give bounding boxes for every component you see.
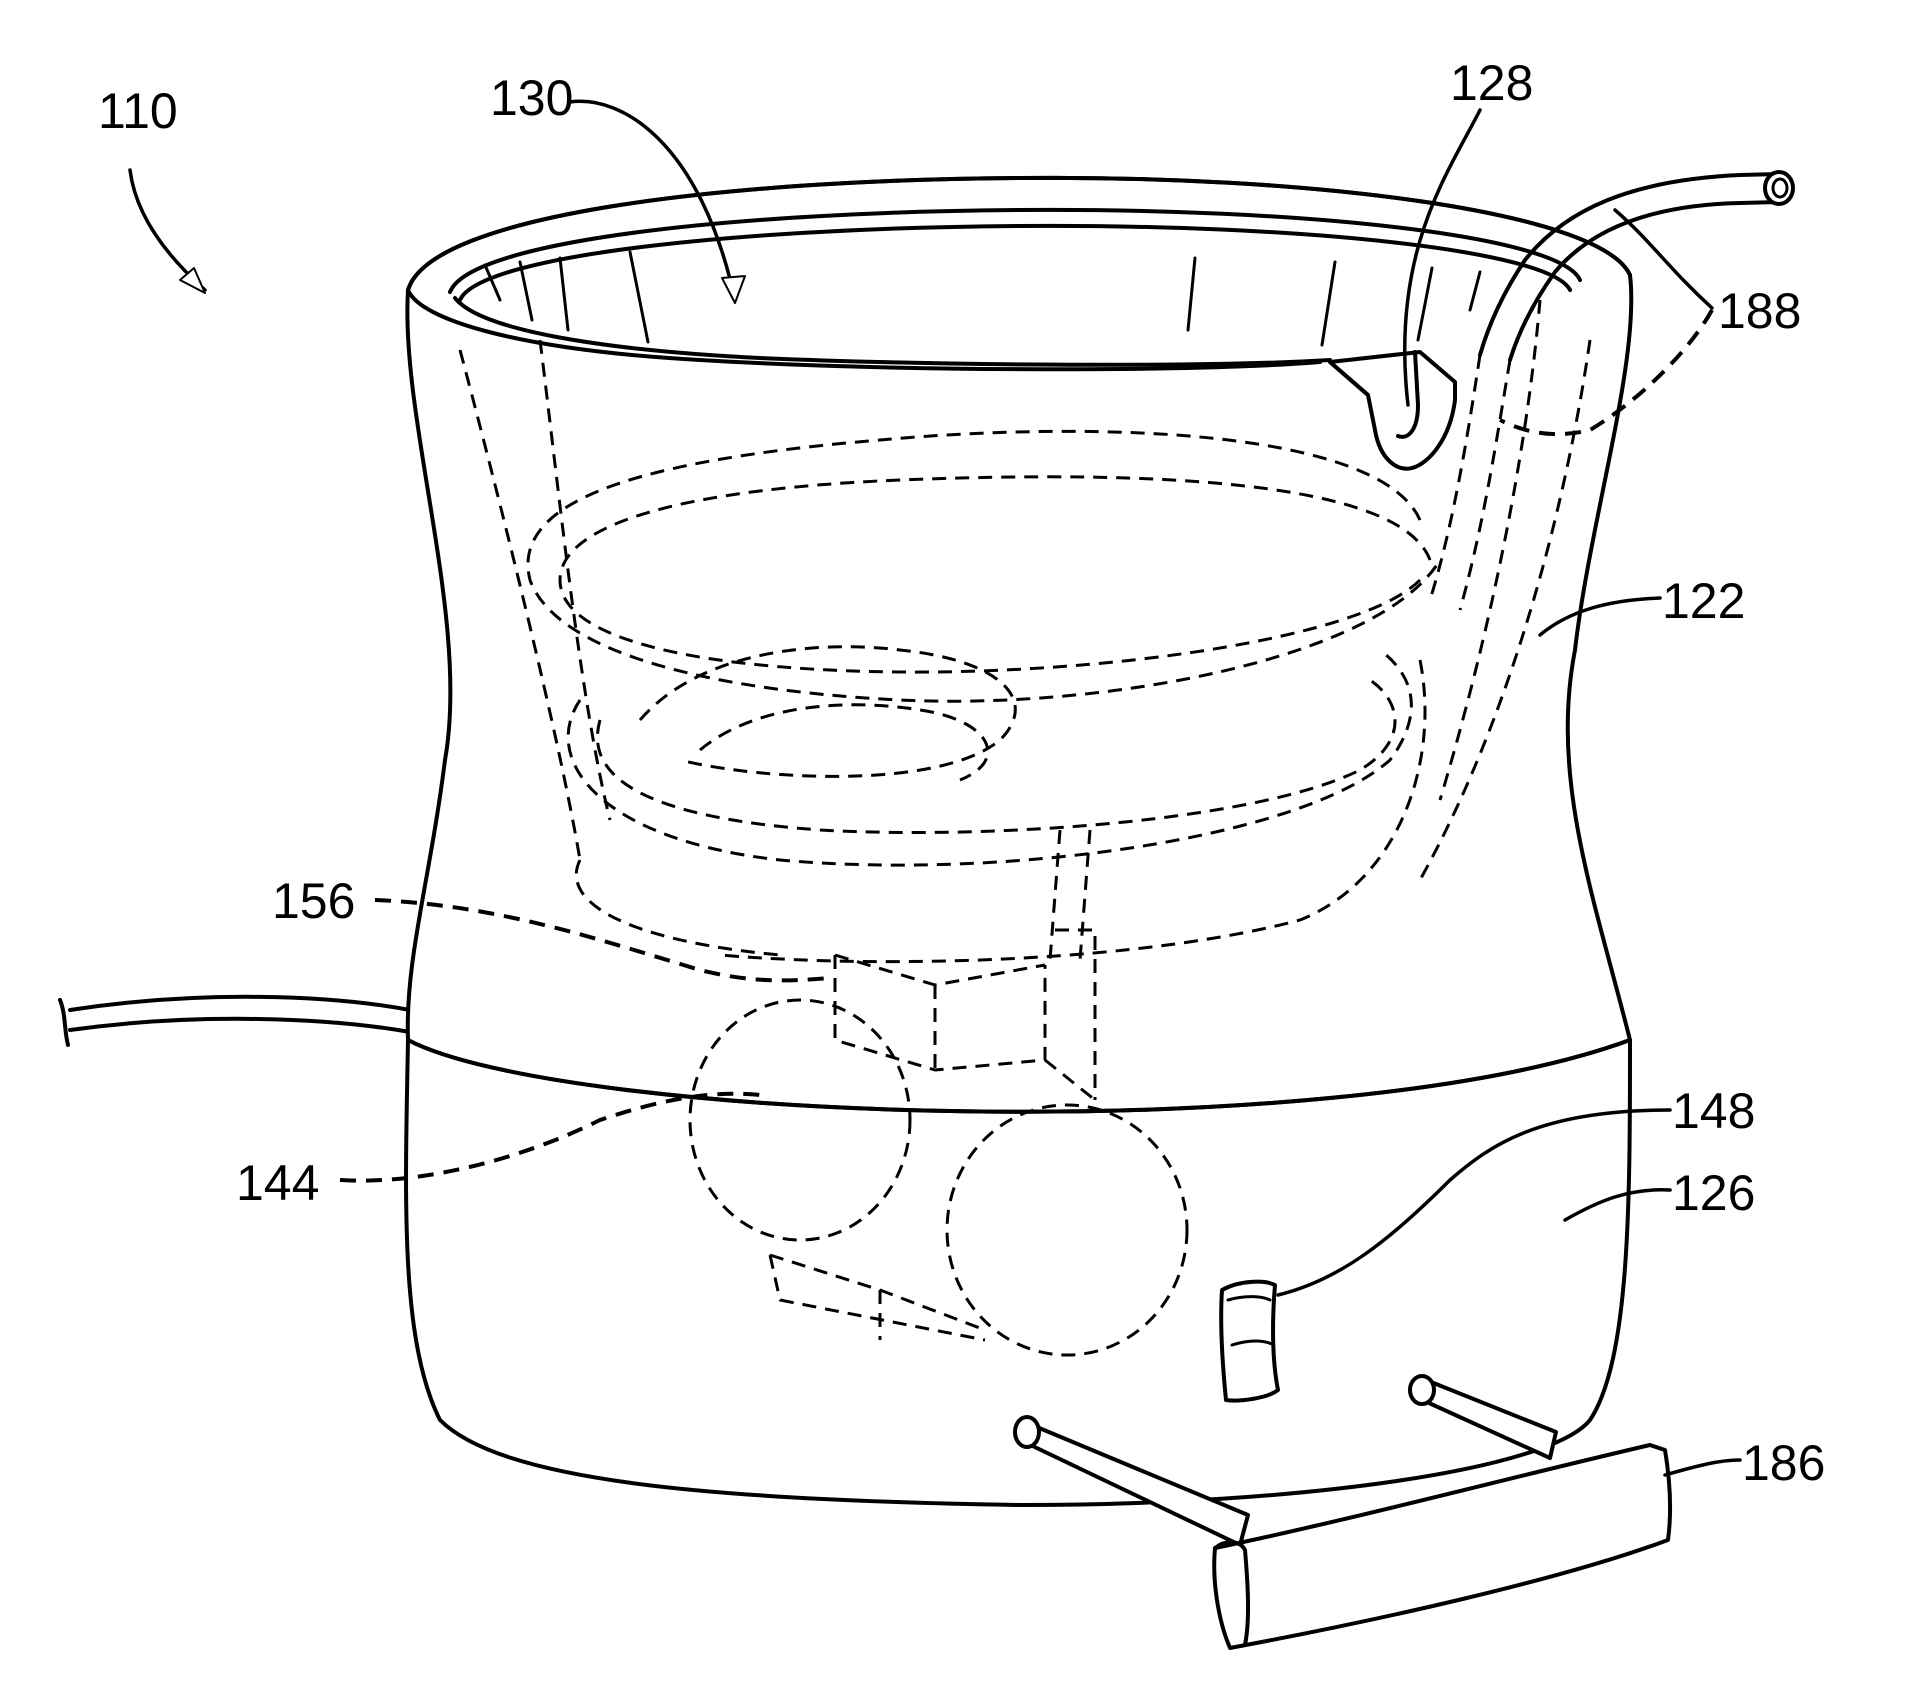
label-186: 186 (1742, 1435, 1825, 1491)
label-156: 156 (272, 873, 355, 929)
upper-body (407, 178, 1631, 1112)
label-144: 144 (236, 1155, 319, 1211)
power-cord (60, 997, 410, 1045)
label-126: 126 (1672, 1165, 1755, 1221)
label-128: 128 (1450, 55, 1533, 111)
label-148: 148 (1672, 1083, 1755, 1139)
label-130: 130 (490, 70, 573, 126)
switch (1221, 1282, 1278, 1401)
label-110: 110 (98, 83, 178, 139)
label-188: 188 (1718, 283, 1801, 339)
label-122: 122 (1662, 573, 1745, 629)
handle (1015, 1376, 1670, 1648)
